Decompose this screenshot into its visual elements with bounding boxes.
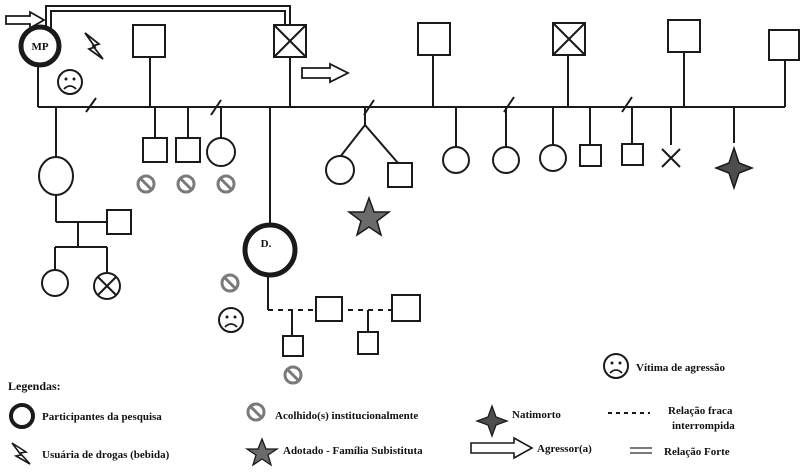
legend-institutional: Acolhido(s) institucionalmente [275,410,418,422]
participant-d-label: D. [261,238,272,250]
legend-participants: Participantes da pesquisa [42,411,162,423]
legend-stillbirth-star [475,404,509,438]
female-node-child-3 [206,137,236,167]
institutional-icon-d [220,273,240,293]
legend-adopted-star [244,437,280,467]
male-node-partner-d-1 [315,296,343,322]
legend-aggressor: Agressor(a) [537,443,592,455]
male-node-child-8 [621,143,644,166]
legend-adopted: Adotado - Família Subistituta [283,445,423,457]
female-node-grandchild [41,269,69,297]
deceased-male-node-2 [552,22,586,56]
male-node-4 [768,29,800,61]
legend-title: Legendas: [8,379,61,393]
male-node-child-2 [175,137,201,163]
deceased-child-x [661,148,681,168]
victim-sad-face-mp [57,69,83,95]
male-node-1 [132,24,166,58]
female-node-child-6 [539,144,567,172]
main-generation-line [37,50,786,108]
participant-d: D. [242,222,298,278]
legend-stillbirth: Natimorto [512,409,561,421]
legend-aggressor-arrow [470,436,534,460]
male-node-child-7 [579,144,602,167]
deceased-male-node-1 [273,24,307,58]
institutional-icon-1 [136,174,156,194]
female-node-child-4 [442,146,470,174]
male-node-twin [387,162,413,188]
male-node-partner-d-2 [391,294,421,322]
legend-strong-symbol [630,447,652,454]
legend-participant-symbol [9,403,35,429]
institutional-icon-3 [216,174,236,194]
legend-victim-icon [603,353,629,379]
legend-drug-user-icon [11,442,31,465]
participant-mp-label: MP [31,41,48,53]
male-node-3 [667,19,701,53]
legend: Legendas: Participantes da pesquisa Usuá… [8,353,735,467]
participant-mp: MP [18,24,62,68]
aggressor-arrow-mp [5,10,46,30]
aggressor-arrow-right [301,62,351,84]
male-node-d-child-1 [282,335,304,357]
legend-weak-line1: Relação fraca [668,405,733,417]
female-node-twin [325,155,355,185]
institutional-icon-d-child [283,365,303,385]
male-node-2 [417,22,451,56]
victim-sad-face-d [218,307,244,333]
male-node-d-child-2 [357,331,379,355]
legend-drug-user: Usuária de drogas (bebida) [42,449,170,461]
male-node-child-1 [142,137,168,163]
deceased-female-node-grandchild [93,272,121,300]
legend-weak-line2: interrompida [672,420,735,432]
female-node-left [38,156,74,196]
adopted-star [346,195,392,237]
legend-institutional-icon [246,402,266,422]
legend-strong: Relação Forte [664,446,730,458]
drug-user-icon [84,32,104,60]
institutional-icon-2 [176,174,196,194]
strong-relation-line [45,5,291,30]
stillbirth-star [713,145,755,191]
male-node-partner-left [106,209,132,235]
legend-victim: Vítima de agressão [636,362,726,374]
female-node-child-5 [492,146,520,174]
